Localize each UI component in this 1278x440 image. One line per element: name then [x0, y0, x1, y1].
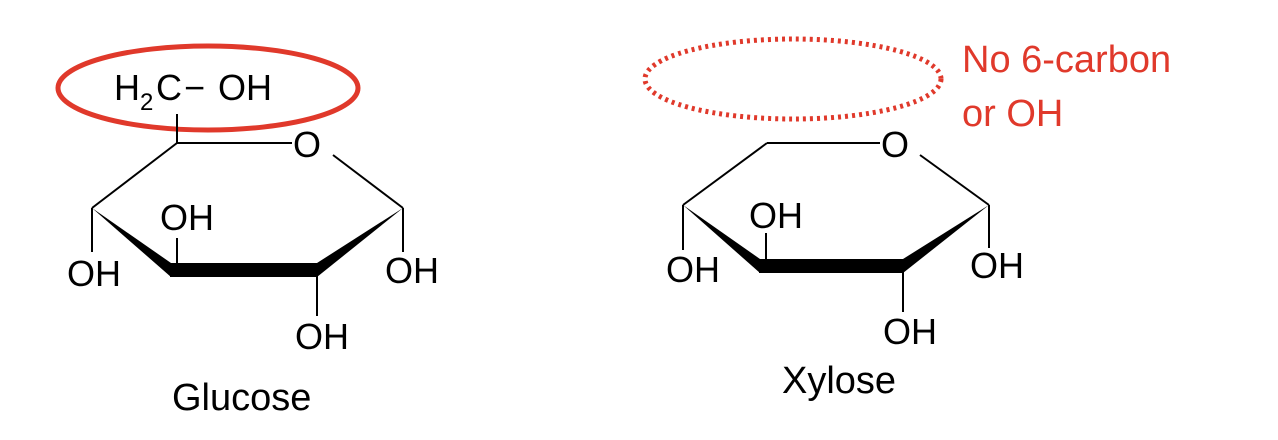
- xylose-wedge-c2-c1: [903, 205, 989, 273]
- xylose-missing-group-highlight: [642, 36, 944, 122]
- glucose-wedge-c4-c3: [92, 208, 171, 277]
- xylose-bond-c5-c4: [682, 142, 768, 206]
- glucose-oh-c2: OH: [295, 316, 349, 357]
- xylose-oh-c2: OH: [883, 311, 937, 352]
- xylose-note-line-1: No 6-carbon: [962, 39, 1171, 81]
- glucose-ch2oh-subscript: 2: [140, 89, 153, 116]
- glucose-oh-c3: OH: [160, 197, 214, 238]
- xylose-name-label: Xylose: [782, 360, 896, 402]
- xylose-oh-c4: OH: [666, 249, 720, 290]
- glucose-ch2oh-h: H: [114, 67, 140, 108]
- glucose-ch2oh-highlight: [55, 43, 361, 133]
- xylose-structure: O OH OH OH OH Xylose No 6-carbon or OH: [642, 36, 1171, 402]
- glucose-structure: H 2 C − OH O OH OH OH OH Glucose: [55, 43, 439, 419]
- glucose-ring-oxygen: O: [293, 124, 321, 165]
- glucose-bond-c5-c4: [91, 142, 178, 209]
- glucose-ch2oh-dash: −: [184, 67, 205, 108]
- glucose-oh-c4: OH: [67, 253, 121, 294]
- glucose-oh-c1: OH: [385, 250, 439, 291]
- xylose-bond-o-c1: [919, 154, 990, 206]
- glucose-bond-o-c1: [332, 154, 404, 209]
- glucose-ch2oh-c: C: [156, 67, 182, 108]
- xylose-oh-c1: OH: [970, 245, 1024, 286]
- xylose-oh-c3: OH: [749, 195, 803, 236]
- glucose-wedge-c2-c1: [317, 208, 403, 277]
- xylose-note-line-2: or OH: [962, 93, 1063, 135]
- xylose-ring-oxygen: O: [881, 124, 909, 165]
- xylose-wedge-c4-c3: [683, 205, 760, 273]
- glucose-ch2oh-oh: OH: [218, 67, 272, 108]
- glucose-name-label: Glucose: [172, 377, 311, 419]
